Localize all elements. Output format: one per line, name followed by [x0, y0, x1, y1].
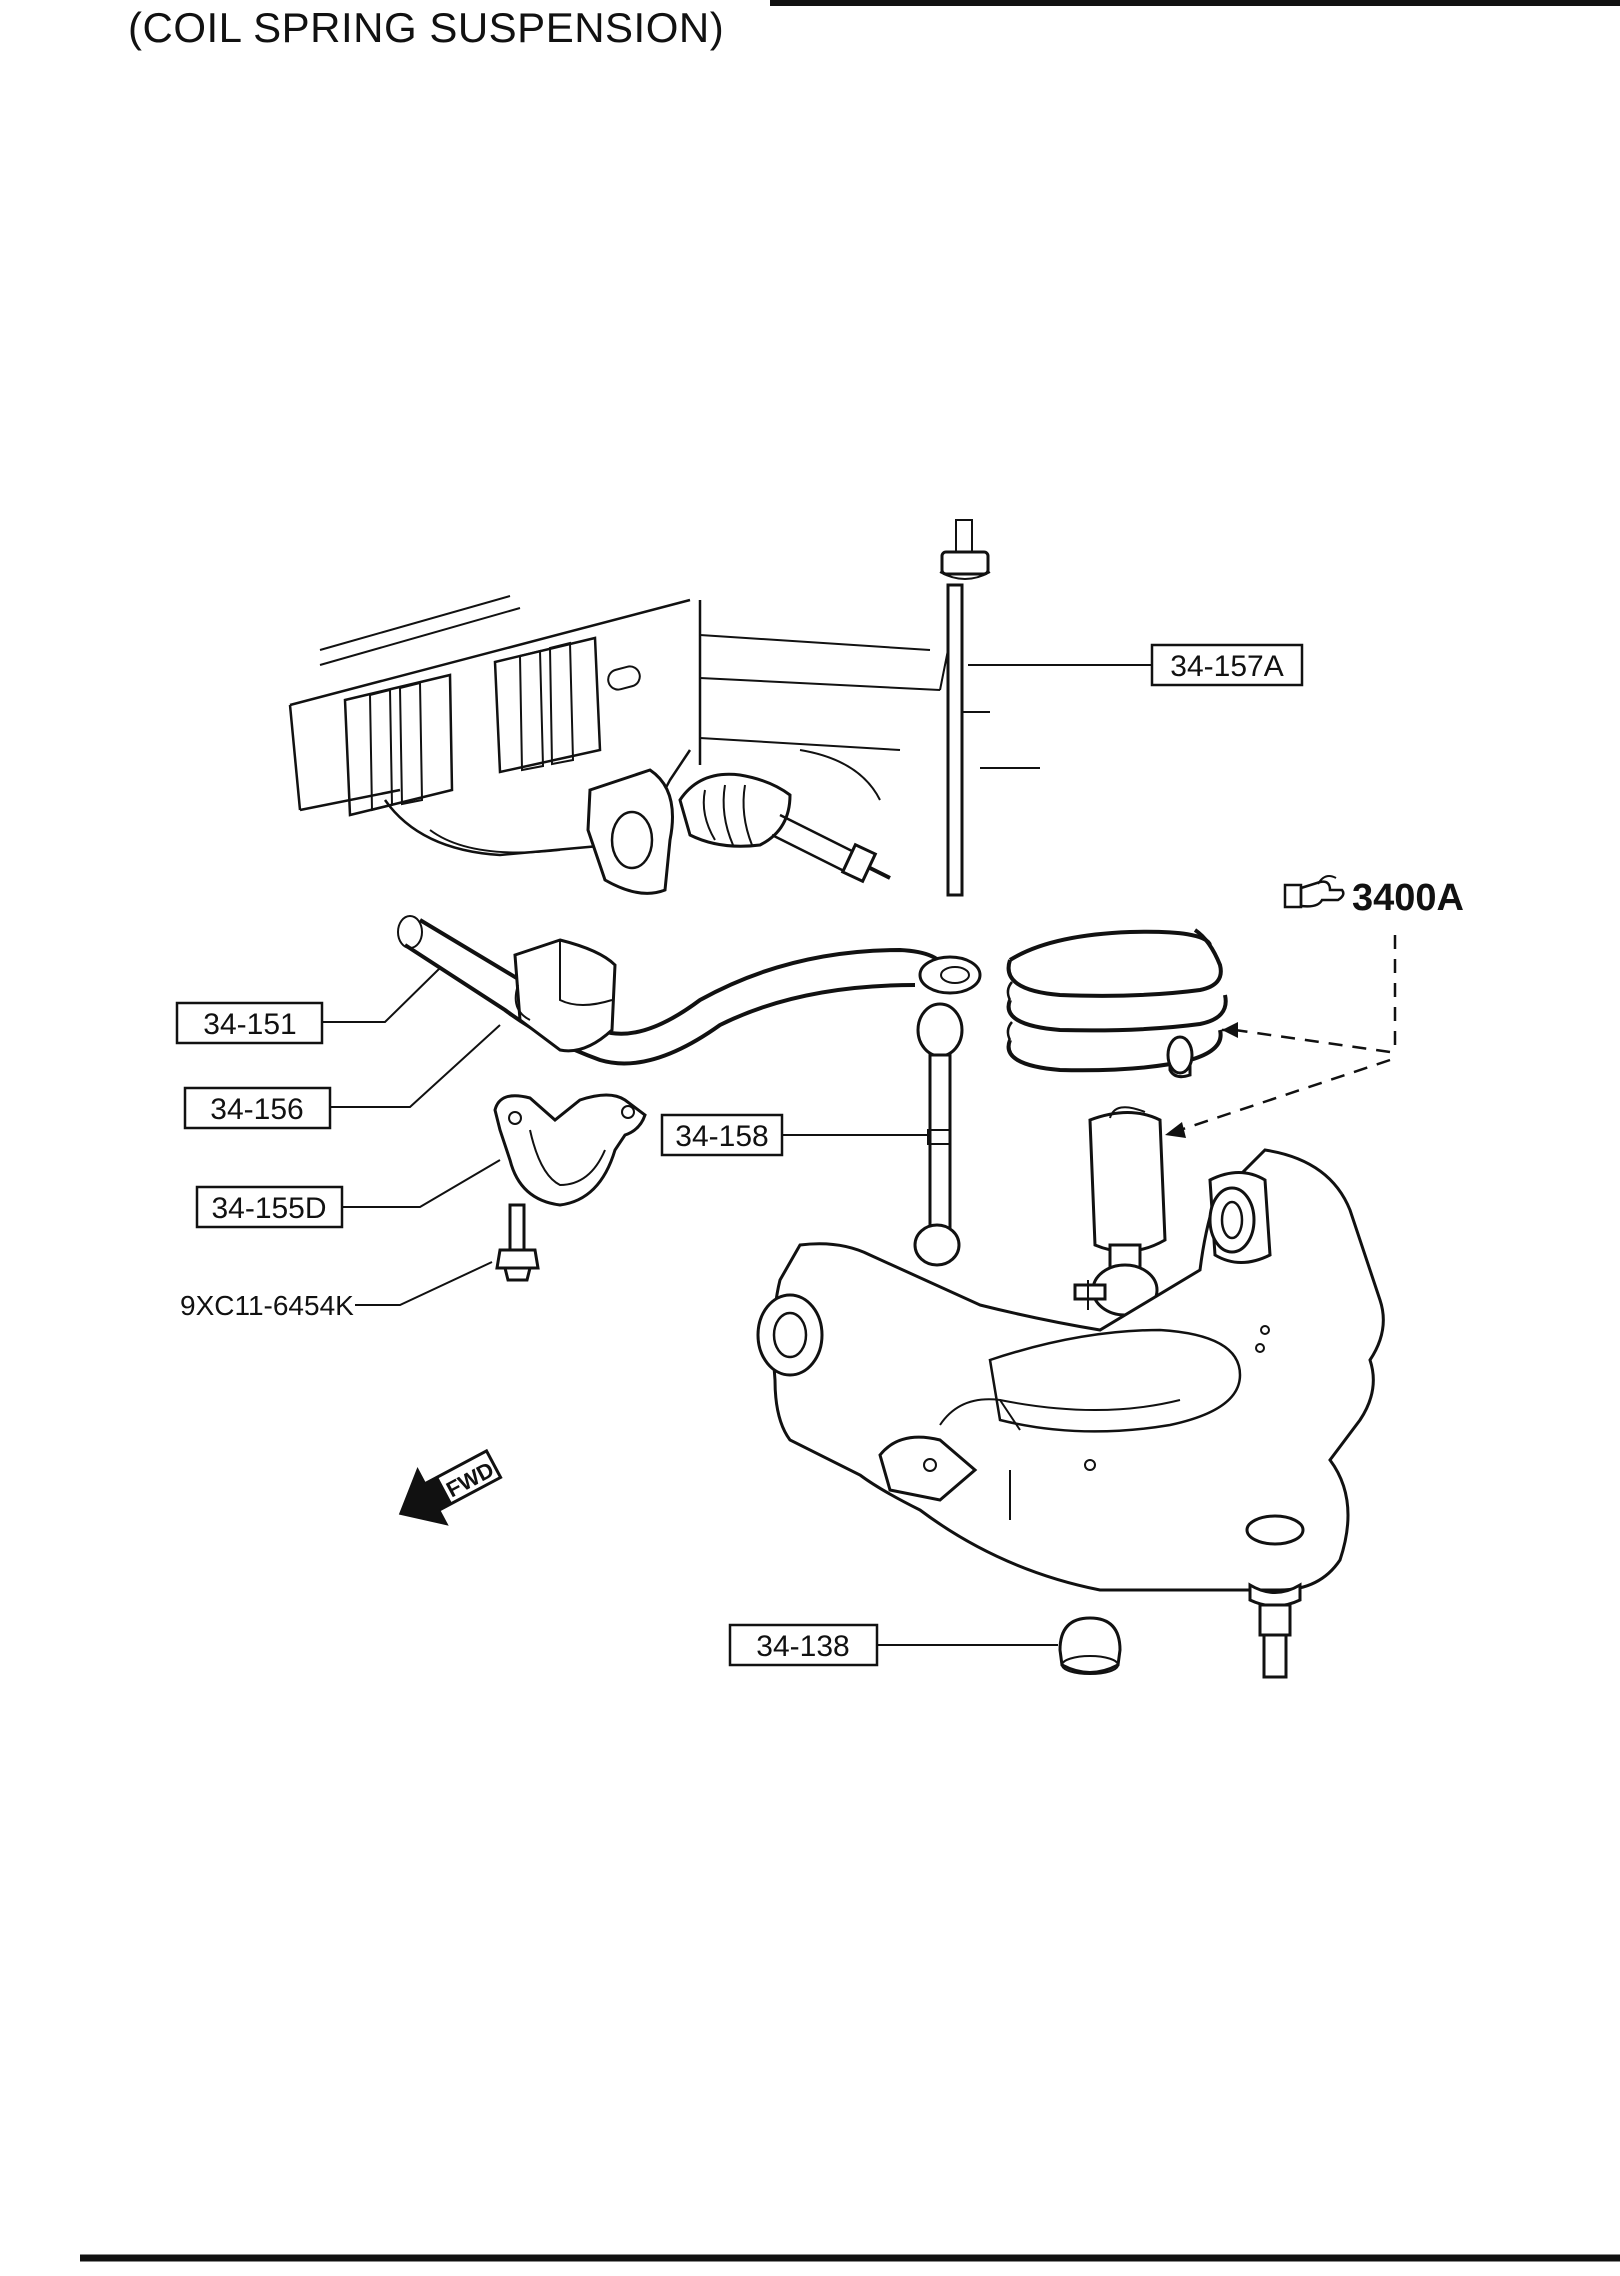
stabilizer-bar [397, 915, 982, 1066]
callout-label: 34-138 [756, 1630, 849, 1663]
reference-3400a: 3400A [1283, 875, 1464, 919]
mounting-bolt [495, 1203, 540, 1282]
lower-control-arm [756, 1148, 1385, 1679]
coil-spring [1006, 928, 1228, 1079]
callout-label: 34-157A [1170, 650, 1283, 683]
ball-joint-dust-cap [1058, 1616, 1122, 1675]
callout-label: 34-151 [203, 1008, 296, 1041]
frame-crossmember [288, 595, 1040, 895]
callout-34-151: 34-151 [175, 1001, 324, 1045]
reference-label: 3400A [1352, 877, 1464, 919]
callout-label: 34-158 [675, 1120, 768, 1153]
page-title: (COIL SPRING SUSPENSION) [128, 4, 725, 51]
callout-9xc11-6454k: 9XC11-6454K [180, 1290, 354, 1321]
fwd-arrow-icon: FWD [398, 1448, 503, 1526]
callout-34-138: 34-138 [728, 1623, 879, 1667]
callout-34-158: 34-158 [660, 1113, 784, 1157]
callout-34-156: 34-156 [183, 1086, 332, 1130]
leader-lines [322, 664, 1397, 1646]
callout-label: 9XC11-6454K [180, 1290, 354, 1321]
shock-absorber-body [1073, 1106, 1167, 1317]
callout-label: 34-156 [210, 1093, 303, 1126]
callout-label: 34-155D [211, 1192, 326, 1225]
stabilizer-link [913, 1002, 964, 1267]
callout-34-157a: 34-157A [1150, 643, 1304, 687]
stabilizer-bushing [513, 938, 617, 1053]
pointing-hand-icon [1283, 875, 1345, 909]
shock-absorber-rod [939, 519, 991, 897]
callout-34-155d: 34-155D [195, 1185, 344, 1229]
bushing-bracket [493, 1093, 647, 1207]
